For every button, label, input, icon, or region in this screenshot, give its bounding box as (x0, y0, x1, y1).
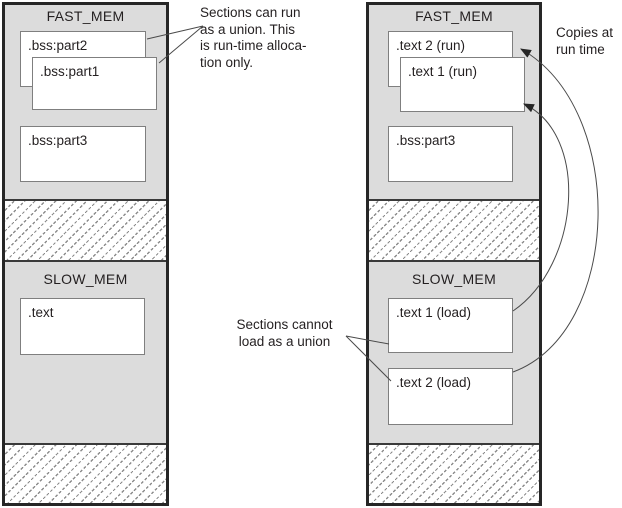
box-text-left: .text (20, 298, 145, 355)
reserved-hatch-band-right-lower (369, 443, 539, 503)
box-text1-load: .text 1 (load) (388, 298, 513, 353)
reserved-hatch-band-left-lower (5, 443, 166, 503)
reserved-hatch-band-left-upper (5, 199, 166, 262)
box-bss-part1: .bss:part1 (32, 57, 157, 110)
box-text1-run: .text 1 (run) (400, 57, 525, 112)
right-memory-column: FAST_MEM .text 2 (run) .text 1 (run) .bs… (366, 2, 542, 506)
slow-mem-label-right: SLOW_MEM (411, 271, 497, 287)
slow-mem-label-left: SLOW_MEM (43, 271, 128, 287)
run-union-note: Sections can run as a union. This is run… (200, 5, 307, 70)
left-memory-column: FAST_MEM .bss:part2 .bss:part1 .bss:part… (2, 2, 169, 506)
reserved-hatch-band-right-upper (369, 199, 539, 262)
copies-note: Copies at run time (556, 25, 614, 57)
box-bss-part3-right: .bss:part3 (388, 126, 513, 182)
fast-mem-label-right: FAST_MEM (415, 8, 493, 24)
load-union-note: Sections cannot load as a union (236, 317, 333, 349)
box-bss-part3-left: .bss:part3 (20, 126, 146, 182)
box-text2-load: .text 2 (load) (388, 368, 513, 425)
fast-mem-label-left: FAST_MEM (46, 8, 125, 24)
